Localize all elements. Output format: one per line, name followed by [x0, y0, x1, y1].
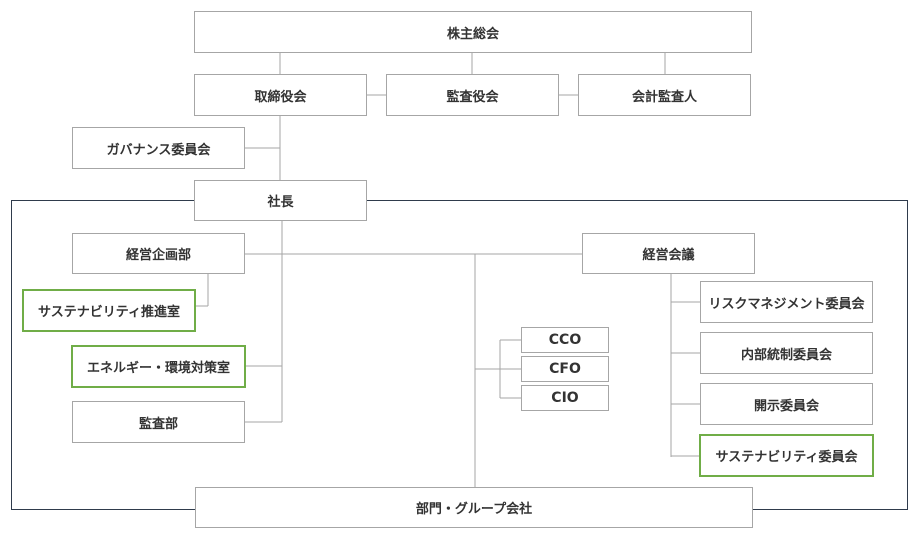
node-accounting-auditor: 会計監査人: [578, 74, 751, 116]
node-auditors: 監査役会: [386, 74, 559, 116]
node-sustainability-office: サステナビリティ推進室: [22, 289, 196, 332]
node-audit-dept: 監査部: [72, 401, 245, 443]
node-corporate-planning: 経営企画部: [72, 233, 245, 274]
node-energy-env-office: エネルギー・環境対策室: [71, 345, 246, 388]
node-cfo: CFO: [521, 356, 609, 382]
node-sustainability-committee: サステナビリティ委員会: [699, 434, 874, 477]
node-risk-committee: リスクマネジメント委員会: [700, 281, 873, 323]
node-president: 社長: [194, 180, 367, 221]
node-divisions: 部門・グループ会社: [195, 487, 753, 528]
node-disclosure-committee: 開示委員会: [700, 383, 873, 425]
node-board: 取締役会: [194, 74, 367, 116]
node-cio: CIO: [521, 385, 609, 411]
node-internal-control-committee: 内部統制委員会: [700, 332, 873, 374]
node-management-meeting: 経営会議: [582, 233, 755, 274]
node-shareholders: 株主総会: [194, 11, 752, 53]
node-cco: CCO: [521, 327, 609, 353]
node-governance-committee: ガバナンス委員会: [72, 127, 245, 169]
